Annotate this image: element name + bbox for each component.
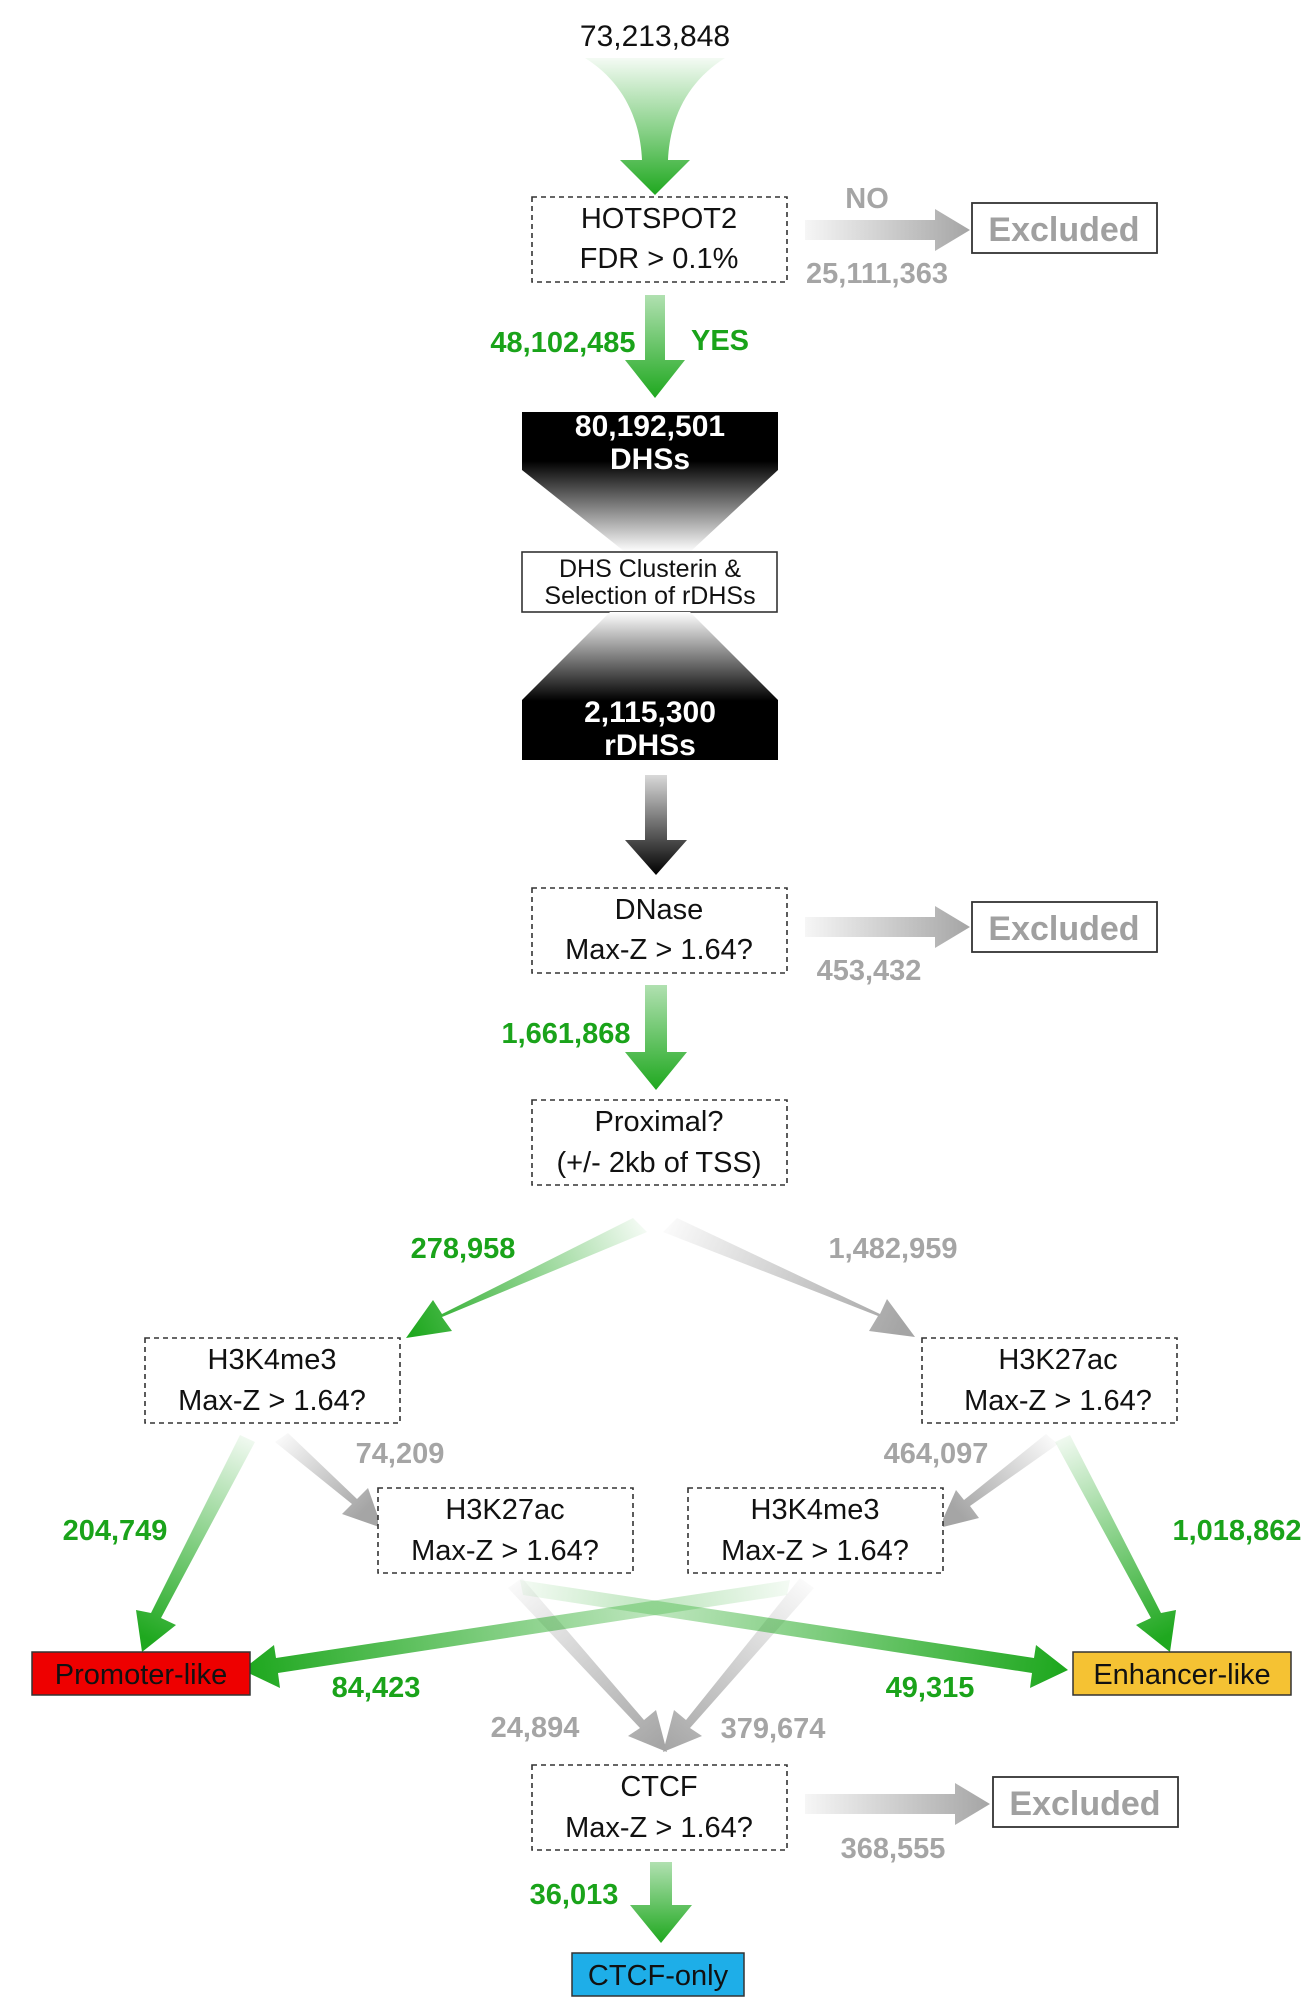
rdhs-label: rDHSs <box>604 729 696 762</box>
h3k4me3-left-fail-arrow <box>275 1433 382 1528</box>
h3k27ac-right-fail-arrow <box>939 1434 1058 1528</box>
ctcf-only-box: CTCF-only <box>571 1952 745 1997</box>
h3k4me3-left-line1: H3K4me3 <box>208 1344 337 1376</box>
h3k4me3-left-line2: Max-Z > 1.64? <box>178 1385 366 1417</box>
hotspot-line2: FDR > 0.1% <box>580 243 739 275</box>
h3k4me3-mid-box: H3K4me3 Max-Z > 1.64? <box>687 1487 944 1574</box>
ctcf-box: CTCF Max-Z > 1.64? <box>531 1764 788 1851</box>
proximal-left-count: 278,958 <box>411 1233 516 1265</box>
h3k27ac-right-fail-count: 464,097 <box>884 1438 989 1470</box>
enhancer-like-box: Enhancer-like <box>1072 1651 1292 1696</box>
dhs-count: 80,192,501 <box>575 410 725 443</box>
h3k4me3-mid-pass-count: 84,423 <box>332 1672 421 1704</box>
h3k27ac-right-line1: H3K27ac <box>998 1344 1117 1376</box>
ctcf-excluded-arrow <box>805 1783 990 1825</box>
hotspot-yes-label: YES <box>691 325 749 357</box>
ctcf-only-label: CTCF-only <box>588 1960 729 1992</box>
h3k4me3-left-pass-count: 204,749 <box>63 1515 168 1547</box>
promoter-like-box: Promoter-like <box>31 1651 251 1696</box>
dnase-excluded-arrow <box>805 906 970 948</box>
top-funnel-arrow <box>585 58 725 195</box>
h3k27ac-mid-box: H3K27ac Max-Z > 1.64? <box>377 1487 634 1574</box>
excluded-label-1: Excluded <box>988 211 1139 249</box>
proximal-left-arrow <box>406 1218 647 1338</box>
dhs-funnel-top <box>522 412 778 552</box>
dhs-label: DHSs <box>610 443 690 476</box>
h3k27ac-mid-pass-count: 49,315 <box>886 1672 975 1704</box>
ctcf-line1: CTCF <box>620 1771 697 1803</box>
proximal-line1: Proximal? <box>595 1106 724 1138</box>
rdhs-down-arrow <box>625 775 687 875</box>
hotspot-excluded-arrow <box>805 209 970 251</box>
ctcf-pass-count: 36,013 <box>530 1879 619 1911</box>
h3k27ac-right-pass-count: 1,018,862 <box>1172 1515 1301 1547</box>
ctcf-line2: Max-Z > 1.64? <box>565 1812 753 1844</box>
excluded-label-2: Excluded <box>988 910 1139 948</box>
rdhs-count: 2,115,300 <box>584 696 716 729</box>
rdhs-funnel-bottom <box>522 612 778 760</box>
proximal-right-arrow <box>663 1218 915 1337</box>
excluded-box-1: Excluded <box>971 202 1158 254</box>
dnase-line2: Max-Z > 1.64? <box>565 934 753 966</box>
h3k27ac-mid-line1: H3K27ac <box>445 1494 564 1526</box>
ctcf-pass-arrow <box>630 1862 692 1943</box>
hotspot-yes-count: 48,102,485 <box>490 327 635 359</box>
h3k4me3-mid-line1: H3K4me3 <box>751 1494 880 1526</box>
excluded-box-2: Excluded <box>971 901 1158 953</box>
hotspot-yes-arrow <box>625 295 685 398</box>
excluded-label-3: Excluded <box>1009 1785 1160 1823</box>
h3k27ac-right-pass-arrow <box>1055 1435 1176 1652</box>
top-count: 73,213,848 <box>580 20 730 53</box>
h3k27ac-right-box: H3K27ac Max-Z > 1.64? <box>921 1337 1178 1424</box>
dnase-line1: DNase <box>615 894 704 926</box>
cluster-line1: DHS Clusterin & <box>559 555 741 583</box>
dnase-pass-arrow <box>625 985 687 1090</box>
h3k4me3-left-pass-arrow <box>136 1435 255 1652</box>
cluster-box: DHS Clusterin & Selection of rDHSs <box>521 551 778 613</box>
hotspot-line1: HOTSPOT2 <box>581 203 737 235</box>
dnase-pass-count: 1,661,868 <box>501 1018 630 1050</box>
hotspot-no-count: 25,111,363 <box>806 258 948 290</box>
h3k4me3-mid-to-promoter-arrow <box>242 1580 790 1688</box>
enhancer-like-label: Enhancer-like <box>1093 1659 1270 1691</box>
hotspot-no-label: NO <box>845 183 889 215</box>
h3k4me3-mid-line2: Max-Z > 1.64? <box>721 1535 909 1567</box>
hotspot-box: HOTSPOT2 FDR > 0.1% <box>531 196 788 283</box>
h3k4me3-left-box: H3K4me3 Max-Z > 1.64? <box>144 1337 401 1424</box>
h3k4me3-left-fail-count: 74,209 <box>356 1438 445 1470</box>
excluded-box-3: Excluded <box>992 1776 1179 1828</box>
cluster-line2: Selection of rDHSs <box>544 582 755 610</box>
proximal-box: Proximal? (+/- 2kb of TSS) <box>531 1099 788 1186</box>
promoter-like-label: Promoter-like <box>55 1659 227 1691</box>
proximal-right-count: 1,482,959 <box>828 1233 957 1265</box>
h3k27ac-right-line2: Max-Z > 1.64? <box>964 1385 1152 1417</box>
dnase-box: DNase Max-Z > 1.64? <box>531 887 788 974</box>
h3k27ac-mid-line2: Max-Z > 1.64? <box>411 1535 599 1567</box>
dnase-excluded-count: 453,432 <box>817 955 922 987</box>
ctcf-excluded-count: 368,555 <box>841 1833 946 1865</box>
h3k4me3-mid-fail-count: 379,674 <box>721 1713 826 1745</box>
proximal-line2: (+/- 2kb of TSS) <box>557 1147 762 1179</box>
h3k27ac-mid-fail-count: 24,894 <box>491 1712 580 1744</box>
